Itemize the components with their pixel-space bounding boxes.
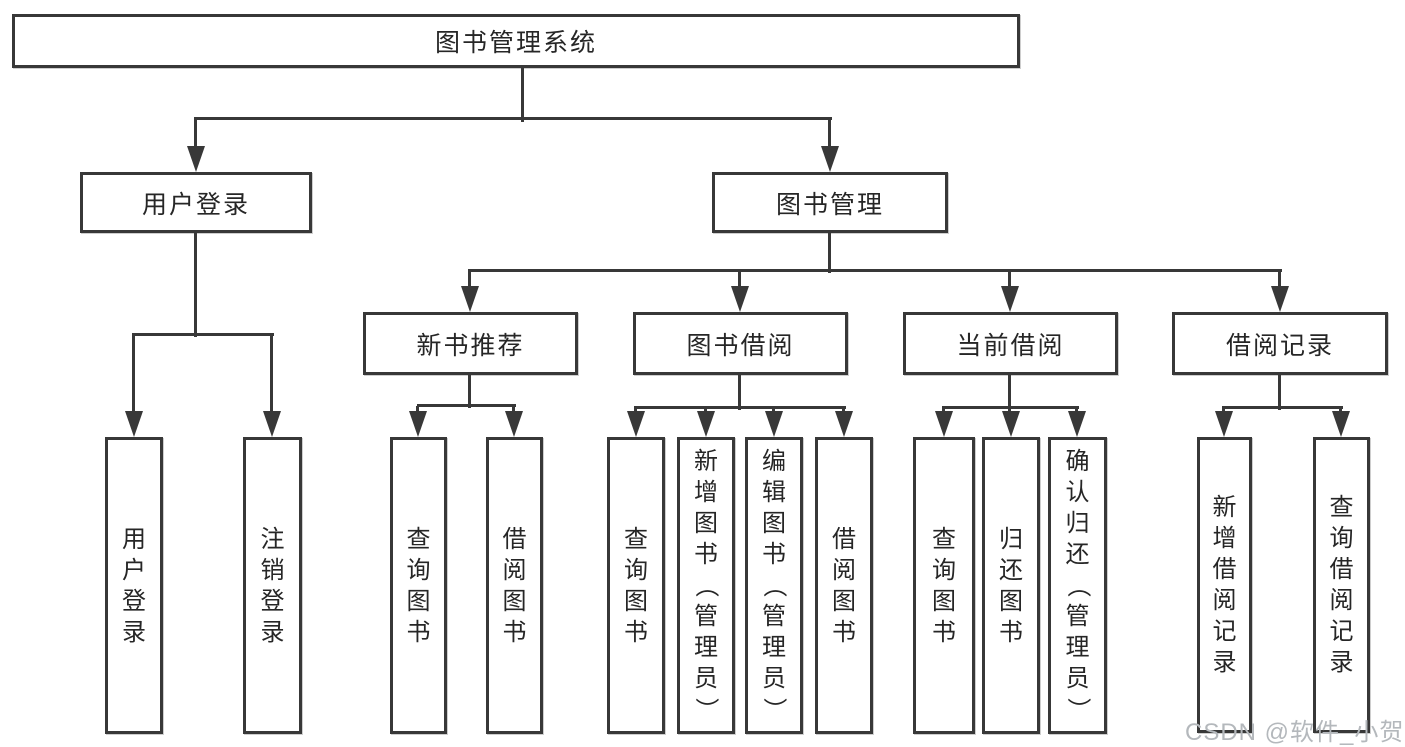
connector-vline bbox=[194, 231, 197, 337]
csdn-watermark: CSDN @软件_小贺同学 bbox=[1185, 719, 1405, 746]
connector-hline bbox=[468, 269, 1282, 272]
arrow-down-icon bbox=[187, 146, 205, 172]
node-leaf-edit-book-admin: 编辑图书（管理员） bbox=[745, 437, 803, 734]
connector-vline bbox=[1008, 269, 1011, 290]
arrow-down-icon bbox=[461, 286, 479, 312]
node-leaf-query-books-1: 查询图书 bbox=[390, 437, 447, 734]
arrow-down-icon bbox=[697, 411, 715, 437]
node-leaf-logout: 注销登录 bbox=[243, 437, 302, 734]
connector-vline bbox=[416, 406, 419, 415]
connector-vline bbox=[468, 269, 471, 290]
arrow-down-icon bbox=[835, 411, 853, 437]
arrow-down-icon bbox=[1271, 286, 1289, 312]
connector-vline bbox=[468, 373, 471, 408]
node-root: 图书管理系统 bbox=[12, 14, 1020, 68]
node-leaf-user-login: 用户登录 bbox=[105, 437, 163, 734]
arrow-down-icon bbox=[409, 411, 427, 437]
arrow-down-icon bbox=[1068, 411, 1086, 437]
connector-vline bbox=[738, 373, 741, 410]
connector-hline bbox=[1222, 406, 1343, 409]
node-leaf-query-borrow-record: 查询借阅记录 bbox=[1313, 437, 1370, 733]
node-leaf-add-borrow-record: 新增借阅记录 bbox=[1197, 437, 1252, 733]
connector-vline bbox=[1278, 269, 1281, 290]
arrow-down-icon bbox=[765, 411, 783, 437]
connector-vline bbox=[132, 335, 135, 415]
node-leaf-add-book-admin: 新增图书（管理员） bbox=[677, 437, 735, 734]
connector-vline bbox=[828, 231, 831, 273]
connector-hline bbox=[634, 406, 846, 409]
connector-vline bbox=[828, 119, 831, 150]
arrow-down-icon bbox=[263, 411, 281, 437]
arrow-down-icon bbox=[935, 411, 953, 437]
arrow-down-icon bbox=[1215, 411, 1233, 437]
arrow-down-icon bbox=[1332, 411, 1350, 437]
connector-vline bbox=[1008, 373, 1011, 415]
connector-vline bbox=[738, 269, 741, 290]
connector-vline bbox=[1278, 373, 1281, 410]
node-leaf-query-books-2: 查询图书 bbox=[607, 437, 665, 734]
node-leaf-confirm-return-admin: 确认归还（管理员） bbox=[1048, 437, 1107, 734]
node-leaf-borrow-books-1: 借阅图书 bbox=[486, 437, 543, 734]
connector-vline bbox=[194, 119, 197, 150]
node-borrow-records: 借阅记录 bbox=[1172, 312, 1388, 375]
node-book-borrow: 图书借阅 bbox=[633, 312, 848, 375]
node-user-login: 用户登录 bbox=[80, 172, 312, 233]
arrow-down-icon bbox=[125, 411, 143, 437]
arrow-down-icon bbox=[505, 411, 523, 437]
arrow-down-icon bbox=[731, 286, 749, 312]
node-current-borrow: 当前借阅 bbox=[903, 312, 1118, 375]
node-leaf-query-books-3: 查询图书 bbox=[913, 437, 975, 734]
arrow-down-icon bbox=[1002, 411, 1020, 437]
node-leaf-borrow-books-2: 借阅图书 bbox=[815, 437, 873, 734]
arrow-down-icon bbox=[821, 146, 839, 172]
connector-hline bbox=[417, 404, 516, 407]
node-leaf-return-book: 归还图书 bbox=[982, 437, 1040, 734]
arrow-down-icon bbox=[1001, 286, 1019, 312]
connector-hline bbox=[942, 406, 1079, 409]
connector-hline bbox=[194, 117, 832, 120]
connector-vline bbox=[512, 406, 515, 415]
connector-vline bbox=[521, 66, 524, 122]
arrow-down-icon bbox=[627, 411, 645, 437]
node-book-management: 图书管理 bbox=[712, 172, 948, 233]
connector-vline bbox=[270, 335, 273, 415]
node-new-book-recommend: 新书推荐 bbox=[363, 312, 578, 375]
connector-hline bbox=[132, 333, 274, 336]
